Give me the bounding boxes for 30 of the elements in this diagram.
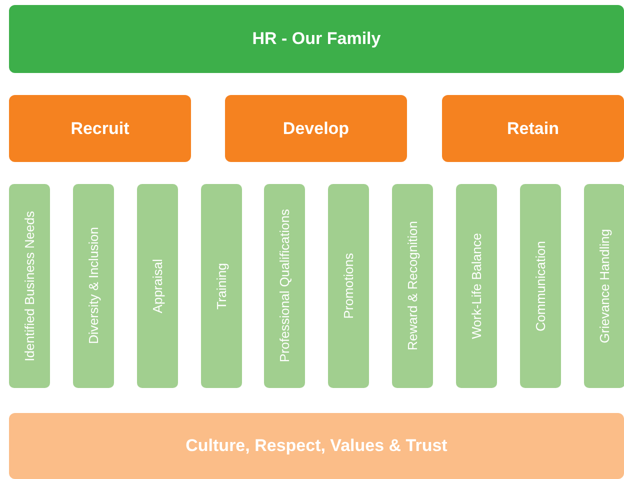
category-box [225, 95, 407, 162]
box-label: Retain [507, 118, 559, 138]
pillar-box [328, 184, 369, 388]
pillar-label: Diversity & Inclusion [86, 227, 101, 345]
pillar-box [73, 184, 114, 388]
box-label: HR - Our Family [252, 29, 381, 49]
foundation-bar [9, 413, 624, 479]
pillar-label: Grievance Handling [597, 228, 612, 344]
pillar-label: Appraisal [150, 258, 165, 314]
pillar-box [392, 184, 433, 388]
pillar-box [137, 184, 178, 388]
title-banner [9, 5, 624, 73]
pillar-box [520, 184, 561, 388]
box-label: Develop [282, 118, 350, 138]
box-label: Recruit [70, 118, 130, 138]
pillar-label: Training [214, 262, 229, 310]
pillar-label: Identified Business Needs [22, 210, 37, 362]
box-label: Culture, Respect, Values & Trust [186, 436, 448, 456]
pillar-box [201, 184, 242, 388]
pillar-label: Promotions [341, 253, 356, 319]
pillar-box [584, 184, 624, 388]
pillar-label: Reward & Recognition [405, 221, 420, 351]
pillar-box [9, 184, 50, 388]
category-box [442, 95, 624, 162]
category-box [9, 95, 191, 162]
pillar-label: Work-Life Balance [469, 233, 484, 339]
pillar-box [456, 184, 497, 388]
pillar-box [264, 184, 305, 388]
pillar-label: Professional Qualifications [277, 209, 292, 363]
pillar-label: Communication [533, 240, 548, 332]
